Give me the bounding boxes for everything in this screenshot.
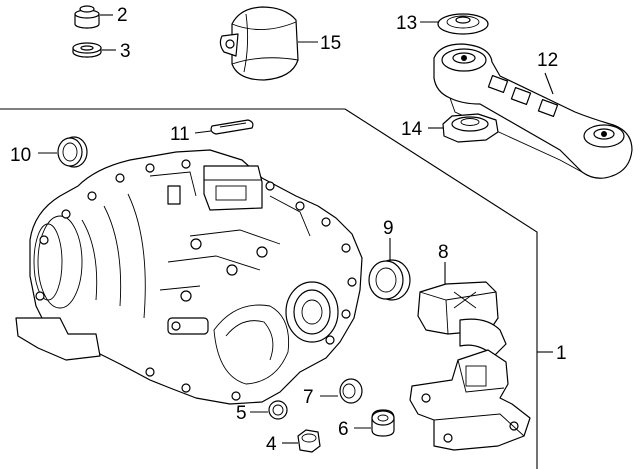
callout-6: 6 <box>338 419 349 440</box>
part-11-strip[interactable] <box>194 119 254 135</box>
part-1-mount-bracket[interactable] <box>409 349 531 451</box>
part-15-mount[interactable] <box>219 6 318 81</box>
part-12-torque-rod[interactable] <box>433 43 633 179</box>
part-8-bracket[interactable] <box>417 262 507 357</box>
callout-13: 13 <box>396 13 417 34</box>
part-7-oring[interactable] <box>320 378 363 404</box>
callout-11: 11 <box>170 124 190 145</box>
part-3-washer[interactable] <box>72 42 116 58</box>
part-14-nut[interactable] <box>428 113 499 143</box>
part-10-seal[interactable] <box>38 136 88 168</box>
callout-2: 2 <box>117 5 128 26</box>
callout-14: 14 <box>401 119 423 140</box>
callout-7: 7 <box>303 387 314 408</box>
part-4-plug[interactable] <box>282 429 321 453</box>
assembly-outline <box>0 108 553 469</box>
part-9-seal[interactable] <box>368 238 411 301</box>
part-13-washer[interactable] <box>420 13 489 35</box>
callout-3: 3 <box>120 41 131 62</box>
callout-15: 15 <box>320 33 341 54</box>
part-2-plug[interactable] <box>74 5 113 29</box>
callout-8: 8 <box>438 242 449 263</box>
callout-1: 1 <box>556 343 567 364</box>
part-6-plug[interactable] <box>354 409 395 437</box>
callout-10: 10 <box>10 145 31 166</box>
callout-4: 4 <box>266 434 277 455</box>
part-5-oring[interactable] <box>250 400 288 420</box>
callout-9: 9 <box>383 218 394 239</box>
callout-5: 5 <box>236 403 247 424</box>
callout-12: 12 <box>537 50 558 71</box>
part-1-transaxle[interactable] <box>15 149 363 405</box>
